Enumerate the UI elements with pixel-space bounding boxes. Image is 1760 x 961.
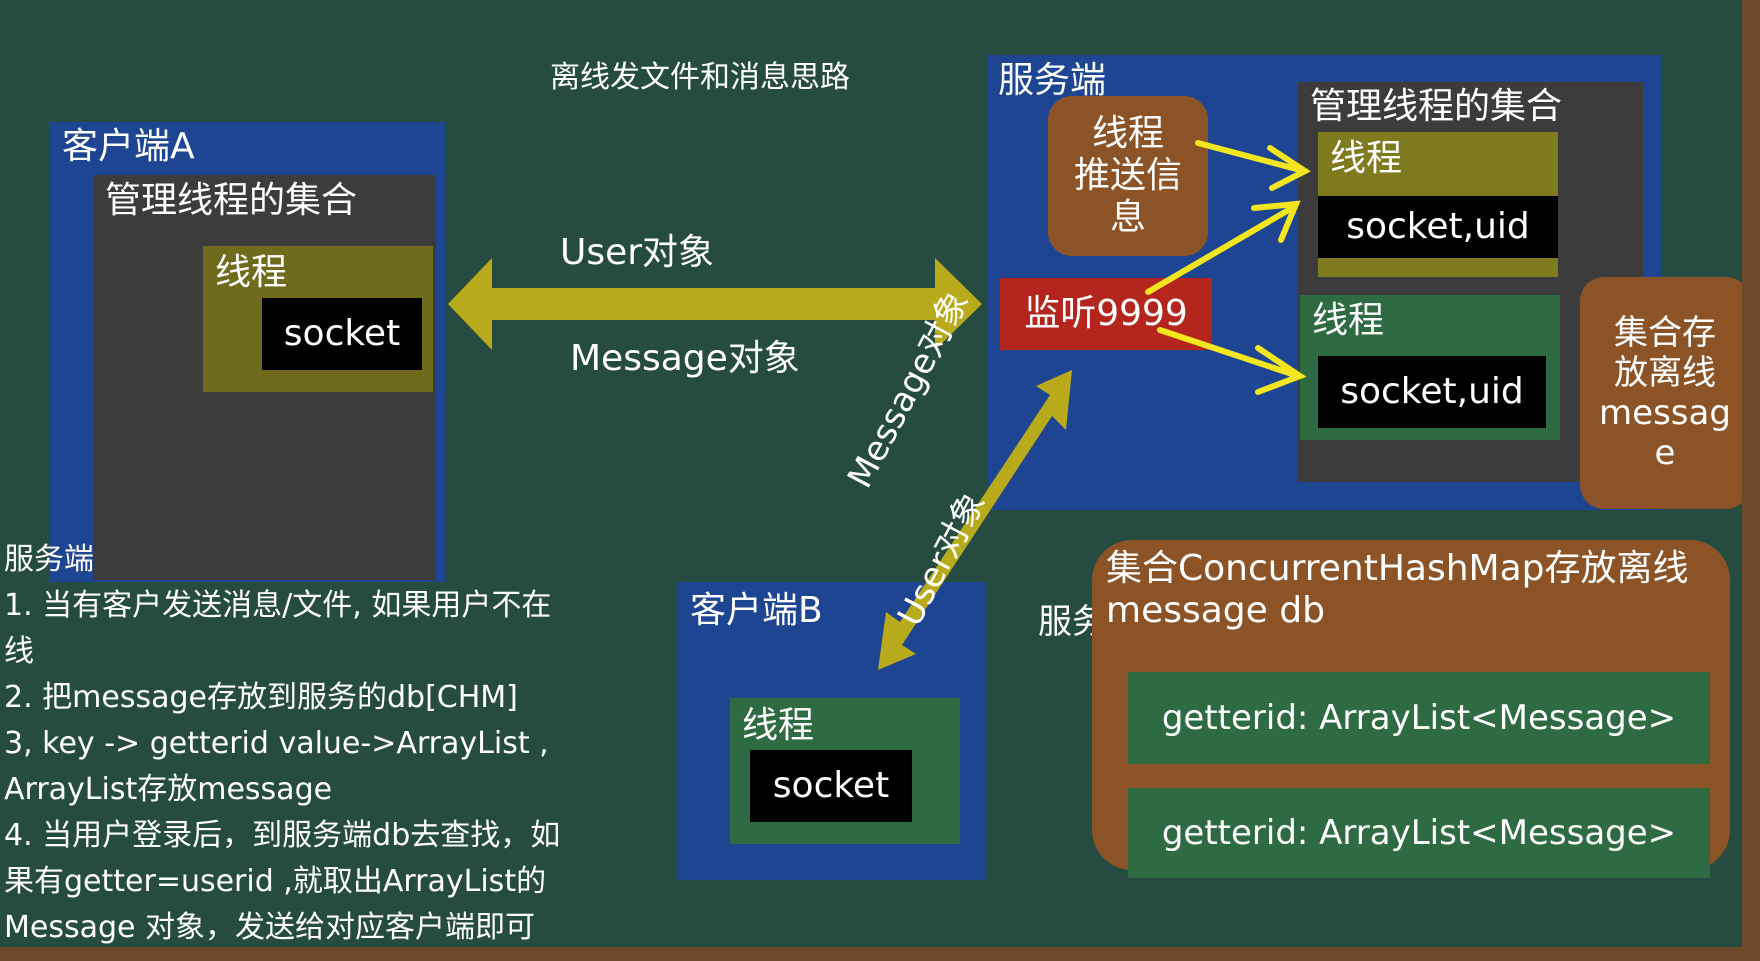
note-line: 2. 把message存放到服务的db[CHM]	[4, 680, 518, 715]
note-line: ArrayList存放message	[4, 772, 333, 807]
db-row-2: getterid: ArrayList<Message>	[1128, 788, 1710, 878]
client-b-label: 客户端B	[690, 590, 823, 631]
client-a-thread-label: 线程	[215, 252, 288, 293]
server-thread-2-label: 线程	[1312, 300, 1385, 341]
db-box-title: 集合ConcurrentHashMap存放离线message db	[1106, 548, 1689, 631]
server-thread-1-socket: socket,uid	[1318, 196, 1558, 258]
client-a-socket: socket	[262, 298, 422, 370]
double-arrow-diagonal	[878, 370, 1072, 670]
diagram-title: 离线发文件和消息思路	[550, 60, 850, 95]
offline-message-set-box: 集合存 放离线 messag e	[1580, 277, 1750, 509]
arrow-label-message: Message对象	[570, 338, 800, 379]
server-thread-2-socket: socket,uid	[1318, 356, 1546, 428]
note-line: 1. 当有客户发送消息/文件, 如果用户不在	[4, 588, 552, 623]
note-line: 服务端	[4, 542, 94, 577]
server-notes: 服务端 1. 当有客户发送消息/文件, 如果用户不在 线 2. 把message…	[4, 542, 674, 956]
client-a-label: 客户端A	[62, 126, 195, 167]
board-frame-bottom	[0, 947, 1760, 961]
board-frame-right	[1742, 0, 1760, 961]
push-thread-box: 线程 推送信 息	[1048, 96, 1208, 256]
double-arrow-user-message	[448, 258, 982, 350]
server-label: 服务端	[998, 60, 1107, 101]
note-line: Message 对象，发送给对应客户端即可	[4, 910, 536, 945]
note-line: 果有getter=userid ,就取出ArrayList的	[4, 864, 547, 899]
note-line: 3, key -> getterid value->ArrayList ,	[4, 726, 549, 761]
server-collection-label: 管理线程的集合	[1310, 86, 1563, 127]
client-a-collection-label: 管理线程的集合	[105, 180, 358, 221]
server-thread-1-label: 线程	[1330, 138, 1403, 179]
client-b-socket: socket	[750, 750, 912, 822]
client-b-thread-label: 线程	[742, 705, 815, 746]
note-line: 4. 当用户登录后，到服务端db去查找，如	[4, 818, 561, 853]
db-row-1: getterid: ArrayList<Message>	[1128, 672, 1710, 764]
arrow-label-user: User对象	[560, 232, 715, 273]
yellow-arrows	[1145, 140, 1311, 395]
note-line: 线	[4, 634, 34, 669]
